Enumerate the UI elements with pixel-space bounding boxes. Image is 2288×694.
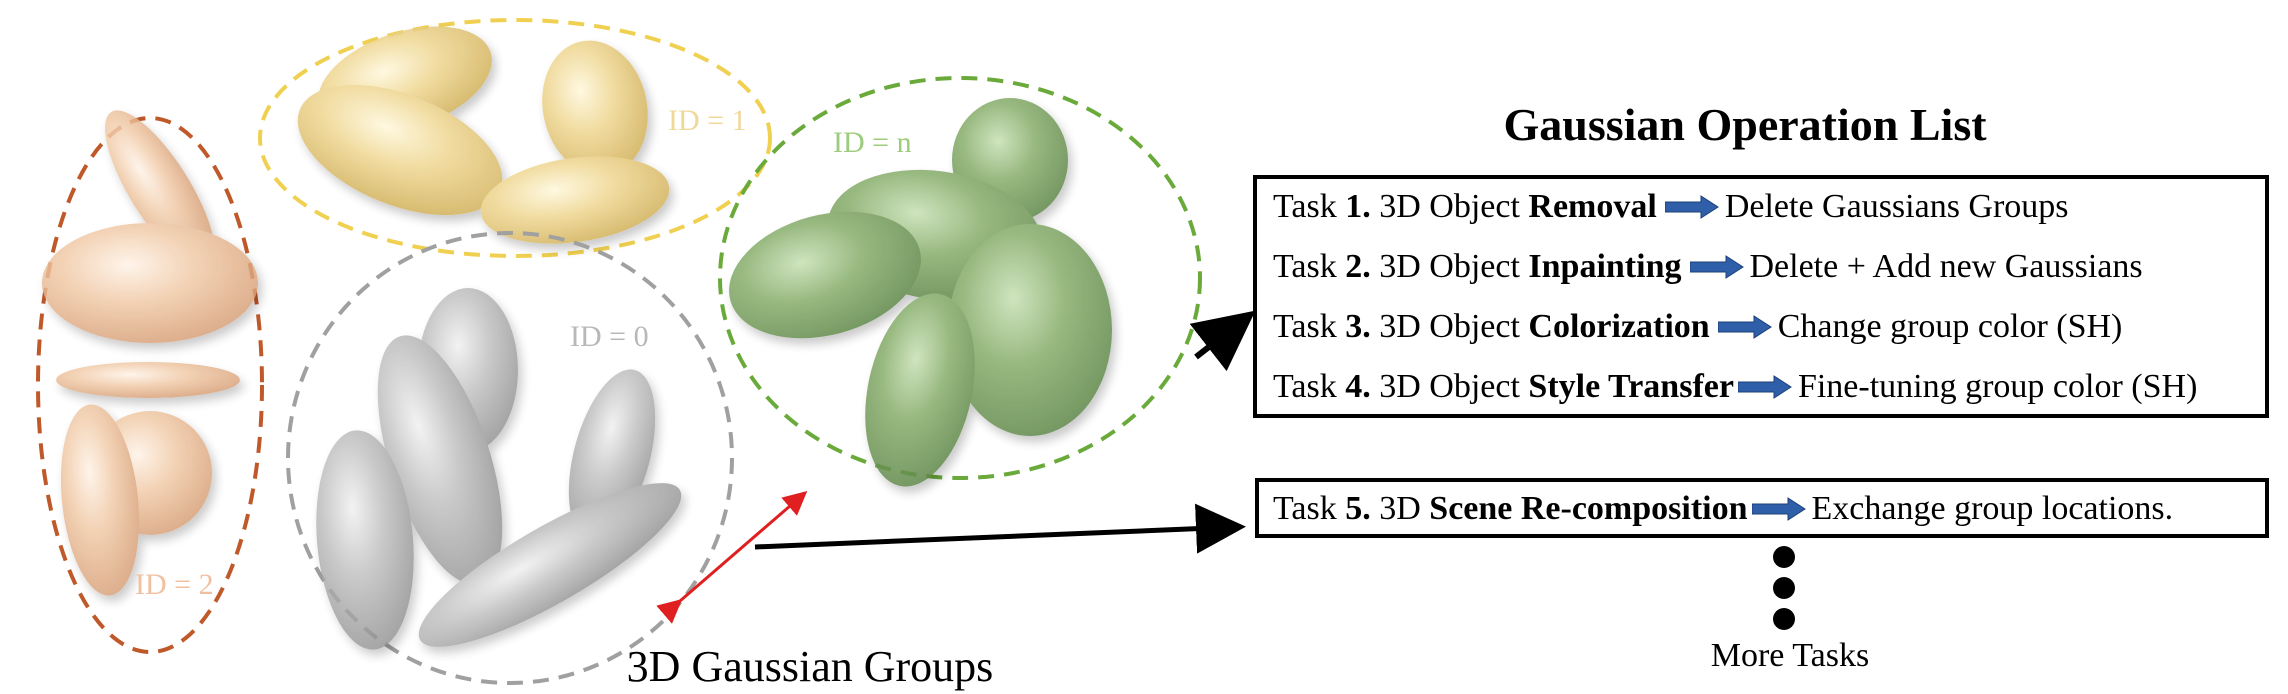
task-prefix: Task xyxy=(1273,188,1346,225)
task-row-5: Task 5. 3D Scene Re-composition Exchange… xyxy=(1273,489,2173,529)
more-tasks-label: More Tasks xyxy=(1710,637,1870,674)
task-result: Delete + Add new Gaussians xyxy=(1749,248,2143,285)
dot xyxy=(1773,546,1795,568)
yellow-group-boundary xyxy=(258,18,772,258)
gray-gaussian-group xyxy=(286,231,734,685)
gaussian-ellipse xyxy=(377,335,503,585)
task-row-1: Task 1. 3D Object Removal Delete Gaussia… xyxy=(1273,187,2069,227)
arrow-to-operation-list xyxy=(1189,310,1256,372)
task-mid: 3D Object xyxy=(1370,188,1529,225)
task-mid: 3D xyxy=(1370,490,1430,527)
task-number: 5. xyxy=(1345,490,1371,527)
gaussian-ellipse xyxy=(480,156,670,244)
task-result: Fine-tuning group color (SH) xyxy=(1797,368,2198,405)
orange-group-boundary xyxy=(36,116,264,654)
gaussian-ellipse xyxy=(865,293,975,487)
task-number: 1. xyxy=(1345,188,1371,225)
gaussian-ellipse xyxy=(729,211,921,339)
arrow-to-task5 xyxy=(754,503,1246,554)
gaussian-ellipse xyxy=(56,362,240,398)
task-row-2: Task 2. 3D Object Inpainting Delete + Ad… xyxy=(1273,247,2143,287)
gaussian-groups-caption: 3D Gaussian Groups xyxy=(626,642,994,691)
task-row-3: Task 3. 3D Object Colorization Change gr… xyxy=(1273,307,2122,347)
operation-list-box: Task 1. 3D Object Removal Delete Gaussia… xyxy=(1253,175,2269,418)
task-operation: Inpainting xyxy=(1528,248,1682,285)
blue-arrow-icon xyxy=(1664,195,1719,219)
task-mid: 3D Object xyxy=(1370,368,1529,405)
task-result: Delete Gaussians Groups xyxy=(1724,188,2069,225)
group-id-label-0: ID = 0 xyxy=(570,320,649,353)
task-operation: Style Transfer xyxy=(1528,368,1734,405)
swap-arrow xyxy=(656,491,808,624)
group-id-label-1: ID = 1 xyxy=(668,104,747,137)
task-prefix: Task xyxy=(1273,368,1346,405)
blue-arrow-icon xyxy=(1717,315,1772,339)
task-operation: Removal xyxy=(1528,188,1657,225)
blue-arrow-icon xyxy=(1737,375,1792,399)
task-number: 2. xyxy=(1345,248,1371,285)
ellipsis-dots xyxy=(1773,546,1799,639)
task-prefix: Task xyxy=(1273,308,1346,345)
yellow-gaussian-group xyxy=(258,18,772,258)
gray-group-boundary xyxy=(286,231,734,685)
dot xyxy=(1773,577,1795,599)
task-number: 4. xyxy=(1345,368,1371,405)
dot xyxy=(1773,608,1795,630)
operation-list-title: Gaussian Operation List xyxy=(1503,99,1987,150)
group-id-label-n: ID = n xyxy=(833,126,912,159)
green-gaussian-group xyxy=(718,76,1202,487)
gaussian-ellipse xyxy=(42,223,258,343)
task-prefix: Task xyxy=(1273,490,1346,527)
orange-gaussian-group xyxy=(36,110,264,654)
group-id-label-2: ID = 2 xyxy=(135,568,214,601)
task-operation: Scene Re-composition xyxy=(1429,490,1748,527)
task-mid: 3D Object xyxy=(1370,248,1529,285)
green-group-boundary xyxy=(718,76,1202,480)
gaussian-ellipse xyxy=(60,404,140,596)
task-result: Change group color (SH) xyxy=(1777,308,2123,345)
blue-arrow-icon xyxy=(1689,255,1744,279)
task-number: 3. xyxy=(1345,308,1371,345)
gaussian-ellipse xyxy=(542,40,648,176)
task-prefix: Task xyxy=(1273,248,1346,285)
gaussian-ellipse xyxy=(297,84,503,216)
gaussian-ellipse xyxy=(948,224,1112,436)
task-operation: Colorization xyxy=(1528,308,1710,345)
task5-box: Task 5. 3D Scene Re-composition Exchange… xyxy=(1255,478,2269,538)
task-row-4: Task 4. 3D Object Style Transfer Fine-tu… xyxy=(1273,367,2197,407)
gaussian-ellipse xyxy=(316,430,414,650)
task-result: Exchange group locations. xyxy=(1811,490,2174,527)
gaussian-ellipse xyxy=(418,483,682,647)
task-mid: 3D Object xyxy=(1370,308,1529,345)
blue-arrow-icon xyxy=(1751,497,1806,521)
